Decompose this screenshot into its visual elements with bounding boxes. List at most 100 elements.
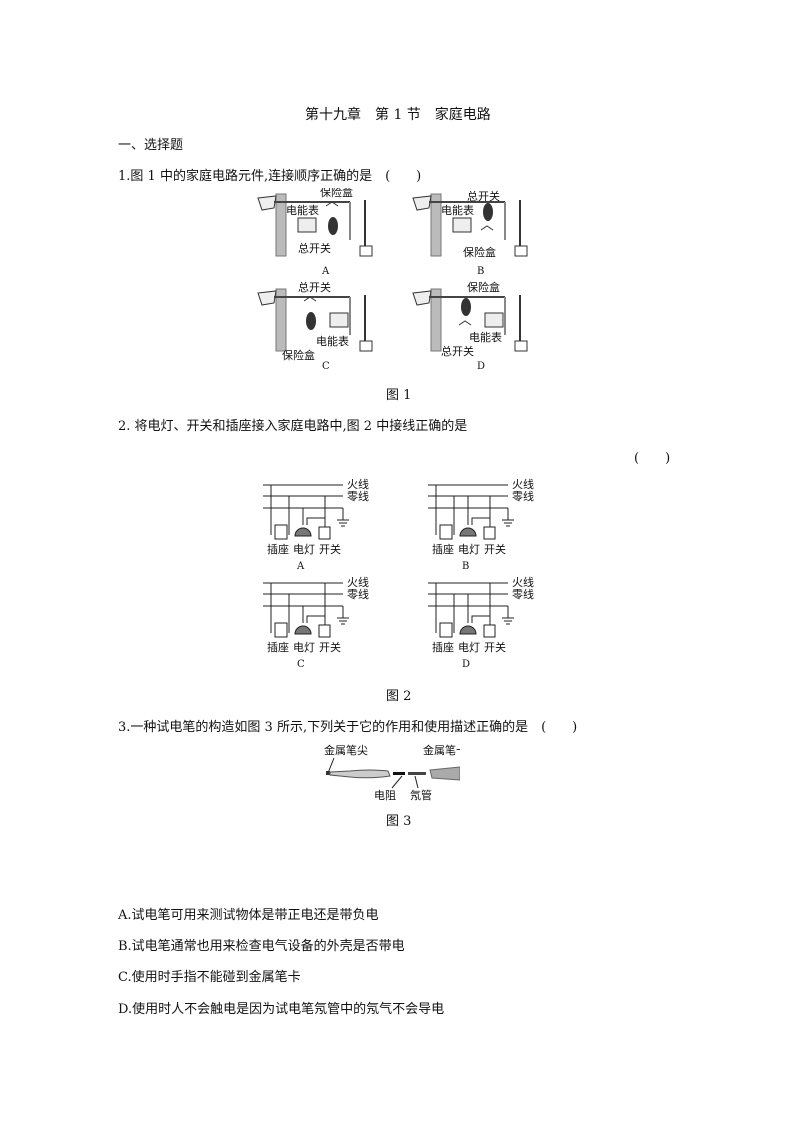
- wire: [471, 517, 491, 528]
- label-switch: 开关: [319, 640, 341, 654]
- figure-2-wiring-diagrams: 火线零线插座电灯开关A火线零线插座电灯开关B火线零线插座电灯开关C火线零线插座电…: [263, 477, 534, 670]
- label-meter: 电能表: [316, 334, 349, 348]
- service-entrance-icon: [257, 290, 277, 306]
- main-switch-icon: [306, 312, 316, 330]
- wire: [471, 615, 491, 626]
- question-2-answer-bracket: ( ): [634, 451, 671, 466]
- resistor-icon: [393, 772, 405, 775]
- figure-2-panel-B: 火线零线插座电灯开关B: [428, 477, 534, 572]
- lamp-icon: [294, 625, 312, 635]
- switch-icon: [483, 624, 496, 638]
- label-lamp: 电灯: [458, 543, 480, 556]
- label-meter: 电能表: [286, 203, 319, 217]
- label-lamp: 电灯: [293, 641, 315, 654]
- panel-letter: D: [477, 361, 485, 372]
- label-neutral-wire: 零线: [512, 489, 534, 503]
- figure-2-caption: 图 2: [386, 689, 412, 704]
- wall: [430, 193, 442, 257]
- option-c: C.使用时手指不能碰到金属笔卡: [118, 970, 301, 985]
- fuse-box-icon: [458, 320, 472, 326]
- label-socket: 插座: [267, 640, 289, 654]
- label-fuse: 保险盒: [467, 280, 500, 294]
- panel-letter: D: [462, 659, 470, 670]
- pen-tip-icon: [326, 771, 330, 775]
- figure-2-panel-C: 火线零线插座电灯开关C: [263, 575, 369, 670]
- figure-3-caption: 图 3: [386, 814, 412, 829]
- socket-icon: [359, 340, 373, 352]
- label-socket: 插座: [432, 542, 454, 556]
- service-entrance-icon: [412, 290, 432, 306]
- switch-icon: [318, 624, 331, 638]
- main-switch-icon: [461, 298, 471, 316]
- main-switch-icon: [328, 217, 338, 235]
- label-live-wire: 火线: [347, 477, 369, 491]
- label-meter: 电能表: [441, 203, 474, 217]
- question-1-stem: 1.图 1 中的家庭电路元件,连接顺序正确的是 ( ): [118, 169, 422, 184]
- figure-3-test-pen: 金属笔尖 金属笔卡 电阻 氖管: [324, 743, 460, 802]
- figure-2-panel-D: 火线零线插座电灯开关D: [428, 575, 534, 670]
- label-lamp: 电灯: [293, 543, 315, 556]
- socket-icon: [514, 340, 528, 352]
- label-switch: 总开关: [441, 344, 474, 358]
- option-b: B.试电笔通常也用来检查电气设备的外壳是否带电: [118, 939, 405, 954]
- socket-icon: [439, 524, 453, 540]
- service-entrance-icon: [412, 195, 432, 211]
- option-a: A.试电笔可用来测试物体是带正电还是带负电: [118, 908, 379, 923]
- fuse-box-icon: [303, 296, 317, 302]
- label-resistor: 电阻: [374, 789, 396, 802]
- question-2-stem: 2. 将电灯、开关和插座接入家庭电路中,图 2 中接线正确的是: [118, 419, 468, 434]
- main-switch-icon: [483, 203, 493, 221]
- label-switch: 开关: [484, 640, 506, 654]
- label-neutral-wire: 零线: [512, 587, 534, 601]
- label-meter: 电能表: [469, 330, 502, 344]
- electric-meter-icon: [452, 217, 472, 233]
- leader-line: [327, 757, 335, 774]
- wall: [430, 288, 442, 352]
- label-fuse: 保险盒: [320, 188, 353, 199]
- label-live-wire: 火线: [347, 575, 369, 589]
- label-switch: 总开关: [298, 241, 331, 255]
- label-neon-tube: 氖管: [410, 788, 432, 802]
- panel-letter: A: [296, 561, 305, 572]
- label-switch: 总开关: [298, 280, 331, 294]
- wall: [275, 288, 287, 352]
- fuse-box-icon: [480, 225, 494, 231]
- label-fuse: 保险盒: [282, 348, 315, 362]
- label-switch: 开关: [484, 542, 506, 556]
- wire: [306, 615, 326, 626]
- label-neutral-wire: 零线: [347, 587, 369, 601]
- socket-icon: [274, 622, 288, 638]
- label-fuse: 保险盒: [463, 245, 496, 259]
- lamp-icon: [459, 527, 477, 537]
- lamp-icon: [459, 625, 477, 635]
- figure-2-panel-A: 火线零线插座电灯开关A: [263, 477, 369, 572]
- fuse-box-icon: [325, 201, 339, 207]
- label-switch: 开关: [319, 542, 341, 556]
- service-entrance-icon: [257, 195, 277, 211]
- electric-meter-icon: [297, 217, 317, 233]
- lamp-icon: [294, 527, 312, 537]
- panel-letter: B: [477, 266, 484, 277]
- socket-icon: [439, 622, 453, 638]
- switch-icon: [318, 526, 331, 540]
- label-socket: 插座: [267, 542, 289, 556]
- pen-body-icon: [329, 769, 391, 779]
- socket-icon: [514, 245, 528, 257]
- label-live-wire: 火线: [512, 575, 534, 589]
- panel-letter: C: [322, 361, 330, 372]
- label-socket: 插座: [432, 640, 454, 654]
- label-metal-clip: 金属笔卡: [423, 743, 460, 757]
- page-title: 第十九章 第 1 节 家庭电路: [305, 107, 491, 123]
- question-3-stem: 3.一种试电笔的构造如图 3 所示,下列关于它的作用和使用描述正确的是 ( ): [118, 720, 578, 735]
- socket-icon: [359, 245, 373, 257]
- electric-meter-icon: [484, 312, 504, 328]
- switch-icon: [483, 526, 496, 540]
- label-live-wire: 火线: [512, 477, 534, 491]
- electric-meter-icon: [329, 312, 349, 328]
- pen-clip-icon: [429, 766, 460, 781]
